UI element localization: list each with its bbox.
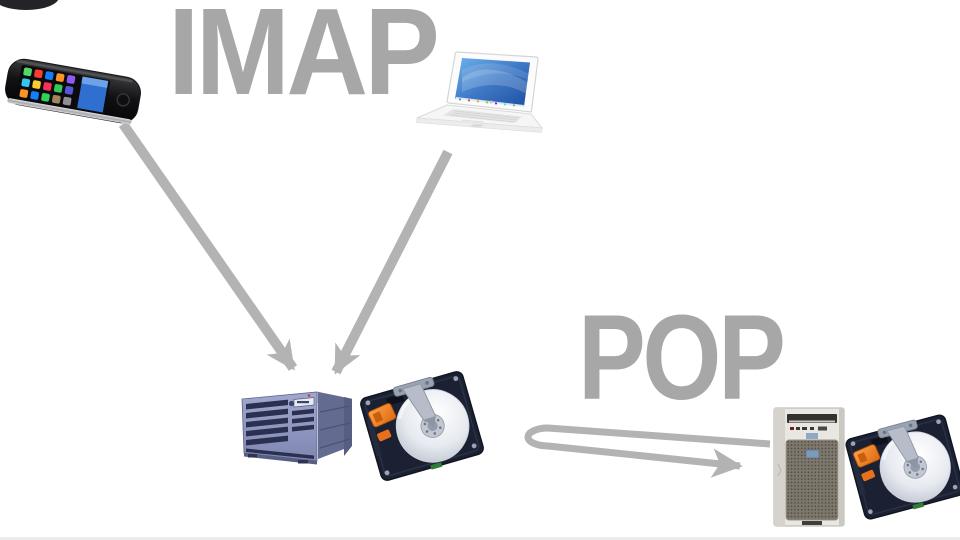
rack-server-icon bbox=[241, 391, 353, 465]
hard-drive-icon bbox=[356, 366, 488, 486]
desktop-tower-icon bbox=[773, 407, 845, 527]
hard-drive-icon bbox=[842, 410, 960, 524]
imap-arrow-from-smartphone bbox=[118, 121, 298, 371]
imap-label: IMAP bbox=[168, 0, 440, 121]
cropped-photo-edge bbox=[0, 0, 59, 10]
bottom-edge-artifact bbox=[0, 537, 960, 540]
pop-label: POP bbox=[578, 289, 786, 425]
smartphone-icon bbox=[5, 58, 141, 125]
pop-loop-arrow bbox=[524, 424, 771, 478]
laptop-icon bbox=[416, 51, 544, 133]
imap-arrow-from-laptop bbox=[331, 149, 453, 375]
